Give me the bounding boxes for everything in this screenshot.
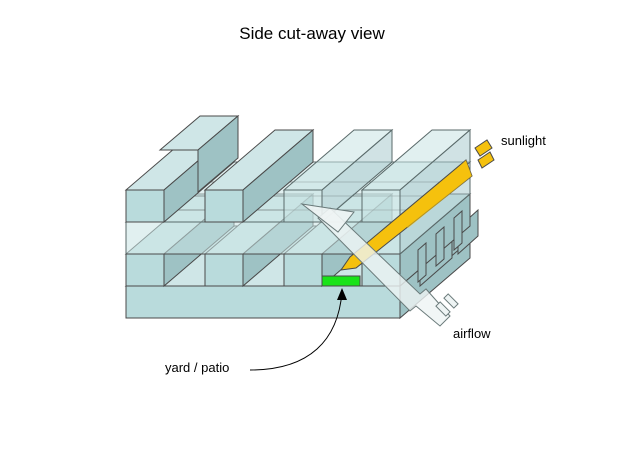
sunlight-label: sunlight (501, 133, 546, 148)
airflow-arrow (300, 203, 459, 327)
airflow-label: airflow (453, 326, 491, 341)
yard-patch (321, 275, 361, 287)
yard-leader (249, 288, 347, 371)
sunlight-ray (339, 139, 495, 271)
yard-label: yard / patio (165, 360, 230, 375)
diagram-title: Side cut-away view (239, 24, 385, 43)
level3-beams (124, 114, 472, 224)
